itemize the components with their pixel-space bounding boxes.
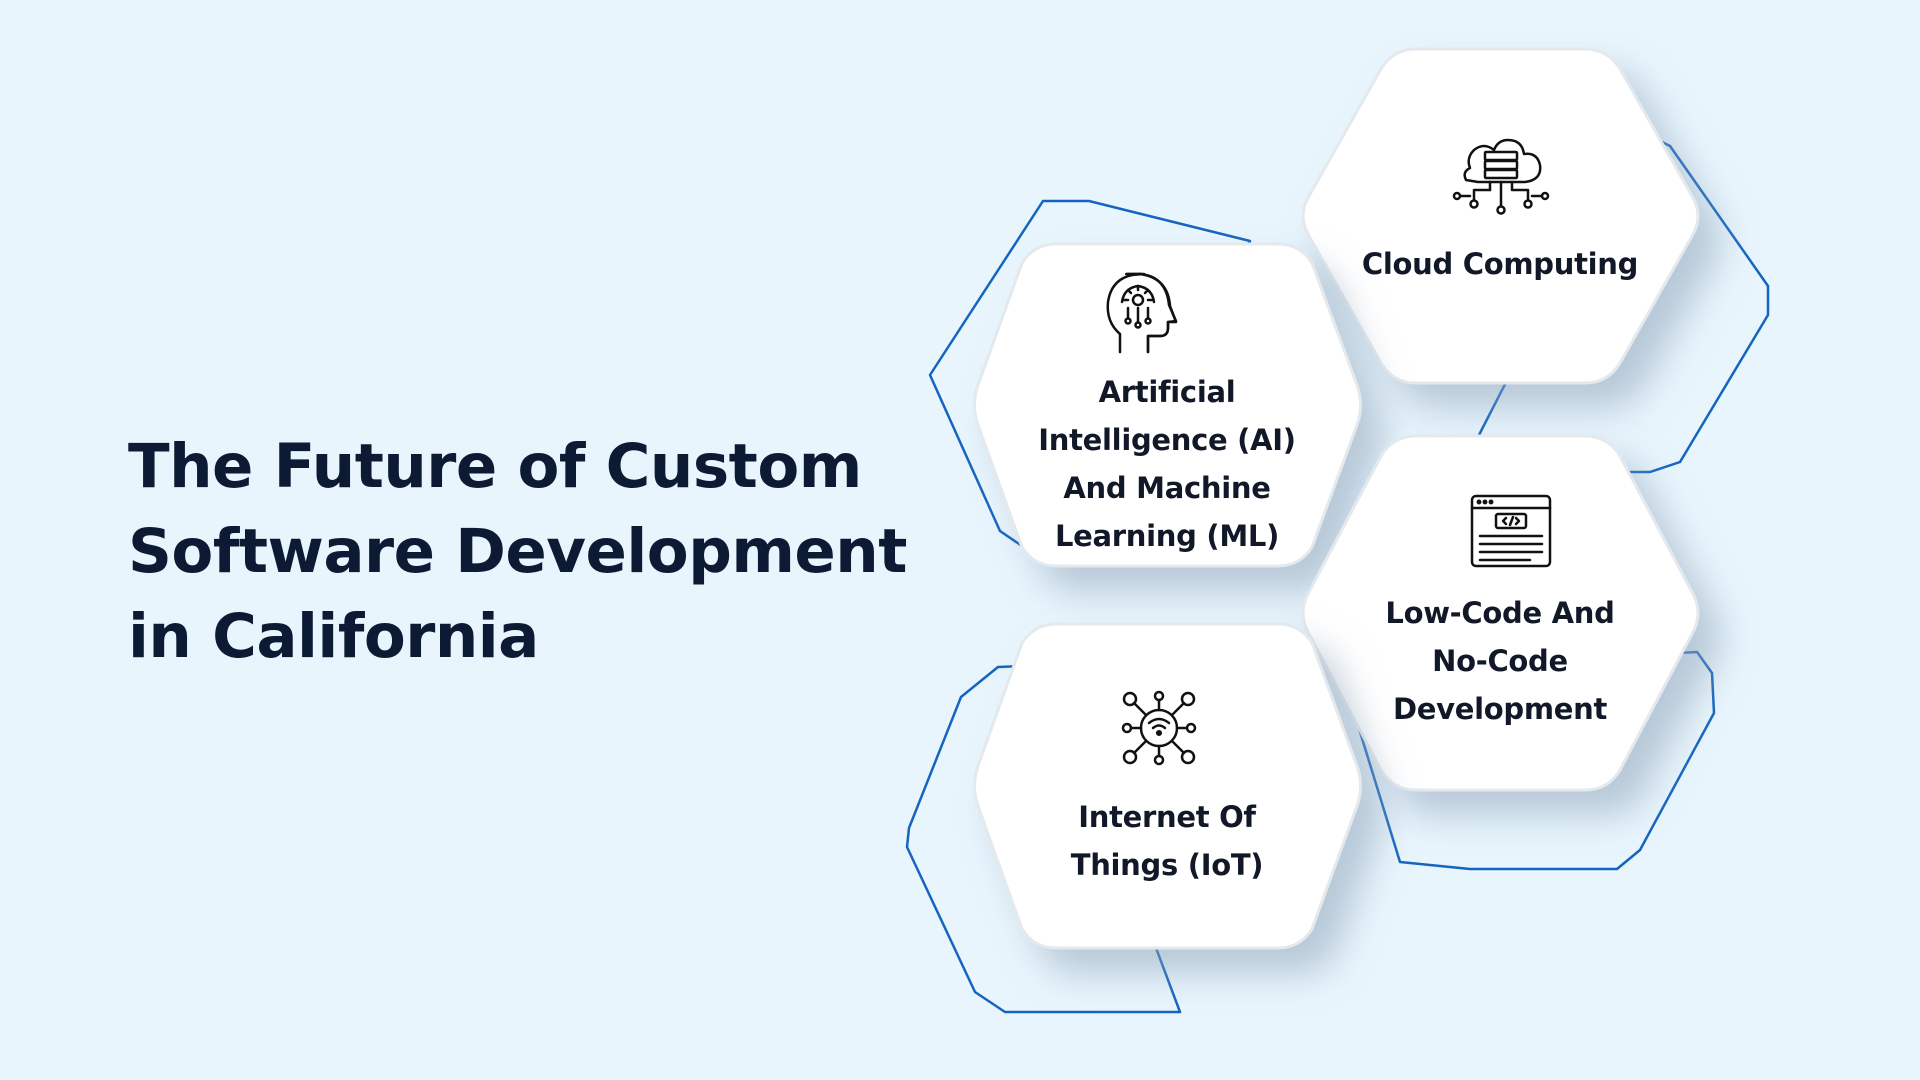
label-line: Intelligence (AI) (1038, 423, 1296, 457)
title-line-3: in California (128, 601, 539, 672)
cloud-server-icon (1452, 138, 1550, 215)
label-low-code: Low-Code And No-Code Development (1330, 589, 1670, 733)
label-line: Low-Code And (1385, 596, 1615, 630)
title-line-2: Software Development (128, 516, 907, 587)
code-window-icon (1470, 494, 1552, 568)
label-iot: Internet Of Things (IoT) (1017, 793, 1317, 889)
label-ai-ml: Artificial Intelligence (AI) And Machine… (1017, 368, 1317, 560)
label-line: Artificial (1098, 375, 1236, 409)
label-cloud-computing: Cloud Computing (1330, 240, 1670, 288)
hexagon-ai (973, 242, 1362, 568)
page-title: The Future of Custom Software Developmen… (128, 424, 908, 679)
label-line: No-Code (1432, 644, 1568, 678)
label-line: Learning (ML) (1054, 519, 1280, 553)
label-line: Cloud Computing (1361, 247, 1639, 281)
label-line: Development (1392, 692, 1608, 726)
hexagon-lowcode (1301, 434, 1700, 792)
hexagon-iot (973, 622, 1362, 950)
iot-network-icon (1121, 690, 1197, 766)
ai-head-icon (1106, 272, 1178, 354)
outline-hexagon-iot (905, 663, 1182, 1014)
label-line: Internet Of (1078, 800, 1256, 834)
hexagon-cloud (1301, 47, 1700, 385)
label-line: And Machine (1063, 471, 1271, 505)
title-line-1: The Future of Custom (128, 431, 862, 502)
label-line: Things (IoT) (1070, 848, 1264, 882)
